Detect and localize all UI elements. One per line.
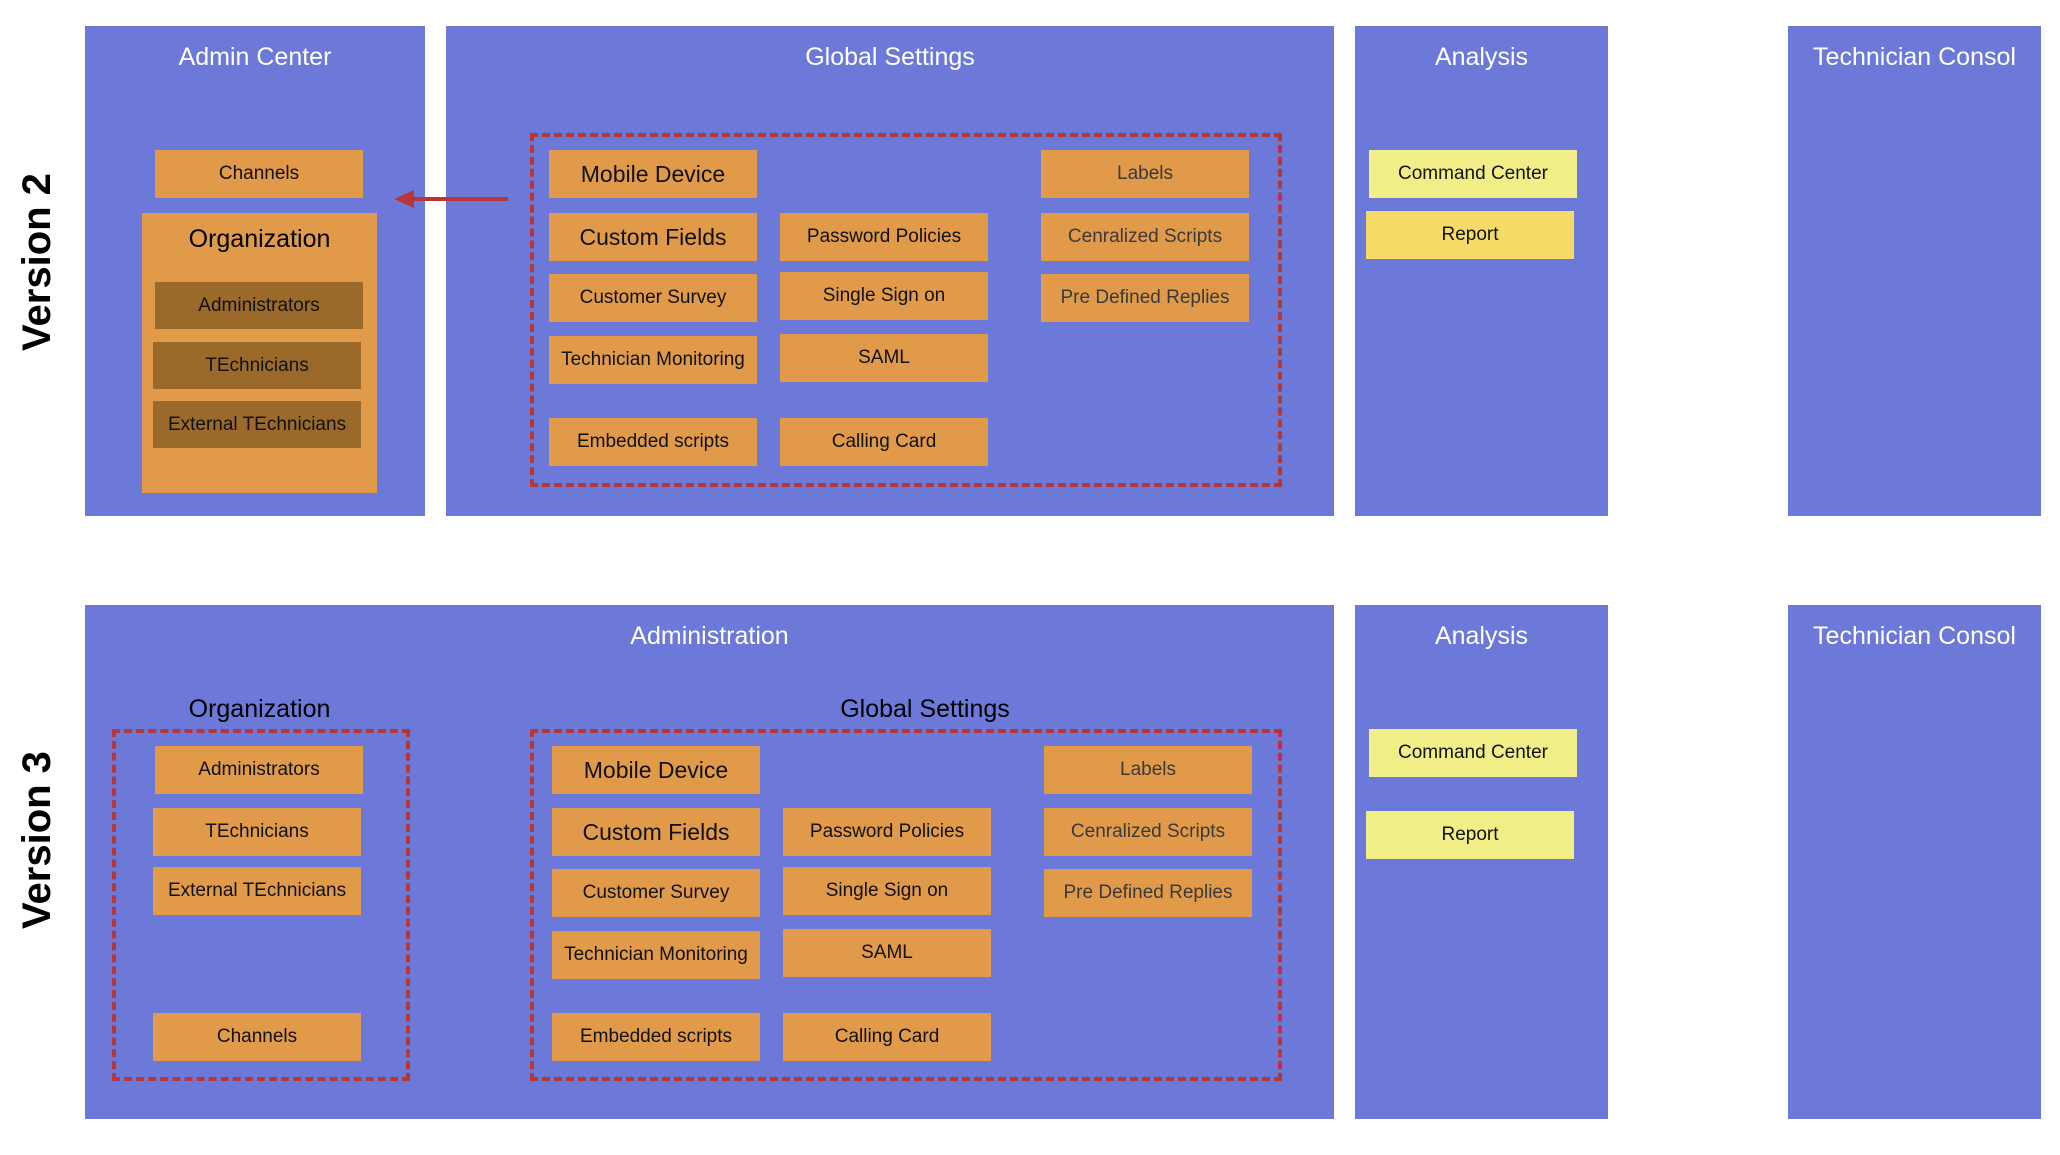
v3-technicians-box: TEchnicians <box>153 808 361 856</box>
technician-monitoring-box: Technician Monitoring <box>549 336 757 384</box>
version-2-label: Version 2 <box>15 173 59 351</box>
technician-consol-title: Technician Consol <box>1813 43 2016 71</box>
v3-password-policies-box: Password Policies <box>783 808 991 856</box>
saml-box: SAML <box>780 334 988 382</box>
v3-embedded-scripts-box: Embedded scripts <box>552 1013 760 1061</box>
password-policies-box: Password Policies <box>780 213 988 261</box>
v3-technician-consol-title: Technician Consol <box>1813 622 2016 650</box>
analysis-panel: Analysis <box>1355 26 1608 516</box>
v3-analysis-title: Analysis <box>1434 622 1529 650</box>
command-center-box: Command Center <box>1369 150 1577 198</box>
v3-customer-survey-box: Customer Survey <box>552 869 760 917</box>
v3-command-center-box: Command Center <box>1369 729 1577 777</box>
custom-fields-box: Custom Fields <box>549 213 757 261</box>
external-technicians-box: External TEchnicians <box>153 401 361 448</box>
version-3-label: Version 3 <box>15 751 59 929</box>
v3-custom-fields-box: Custom Fields <box>552 808 760 856</box>
technicians-box: TEchnicians <box>153 342 361 389</box>
v3-pre-defined-replies-box: Pre Defined Replies <box>1044 869 1252 917</box>
v3-labels-box: Labels <box>1044 746 1252 794</box>
v3-global-settings-dashed-group <box>530 729 1282 1081</box>
administrators-box: Administrators <box>155 282 363 329</box>
labels-box: Labels <box>1041 150 1249 198</box>
v3-organization-title: Organization <box>188 695 331 723</box>
v3-mobile-device-box: Mobile Device <box>552 746 760 794</box>
admin-center-title: Admin Center <box>178 43 332 71</box>
v3-channels-box: Channels <box>153 1013 361 1061</box>
v3-centralized-scripts-box: Cenralized Scripts <box>1044 808 1252 856</box>
v3-analysis-panel: Analysis <box>1355 605 1608 1119</box>
global-settings-dashed-group <box>530 133 1282 487</box>
customer-survey-box: Customer Survey <box>549 274 757 322</box>
global-settings-title: Global Settings <box>805 43 975 71</box>
centralized-scripts-box: Cenralized Scripts <box>1041 213 1249 261</box>
channels-box: Channels <box>155 150 363 198</box>
v3-technician-consol-panel: Technician Consol <box>1788 605 2041 1119</box>
v3-administrators-box: Administrators <box>155 746 363 794</box>
v3-calling-card-box: Calling Card <box>783 1013 991 1061</box>
analysis-title: Analysis <box>1434 43 1529 71</box>
mobile-device-box: Mobile Device <box>549 150 757 198</box>
v3-technician-monitoring-box: Technician Monitoring <box>552 931 760 979</box>
v3-report-box: Report <box>1366 811 1574 859</box>
technician-consol-panel: Technician Consol <box>1788 26 2041 516</box>
v3-global-settings-title: Global Settings <box>840 695 1010 723</box>
organization-dashed-group <box>112 729 410 1081</box>
single-sign-on-box: Single Sign on <box>780 272 988 320</box>
v3-single-sign-on-box: Single Sign on <box>783 867 991 915</box>
organization-title: Organization <box>188 225 331 253</box>
v3-saml-box: SAML <box>783 929 991 977</box>
administration-title: Administration <box>630 622 789 650</box>
calling-card-box: Calling Card <box>780 418 988 466</box>
v3-external-technicians-box: External TEchnicians <box>153 867 361 915</box>
embedded-scripts-box: Embedded scripts <box>549 418 757 466</box>
move-arrow <box>394 190 508 208</box>
pre-defined-replies-box: Pre Defined Replies <box>1041 274 1249 322</box>
report-box: Report <box>1366 211 1574 259</box>
